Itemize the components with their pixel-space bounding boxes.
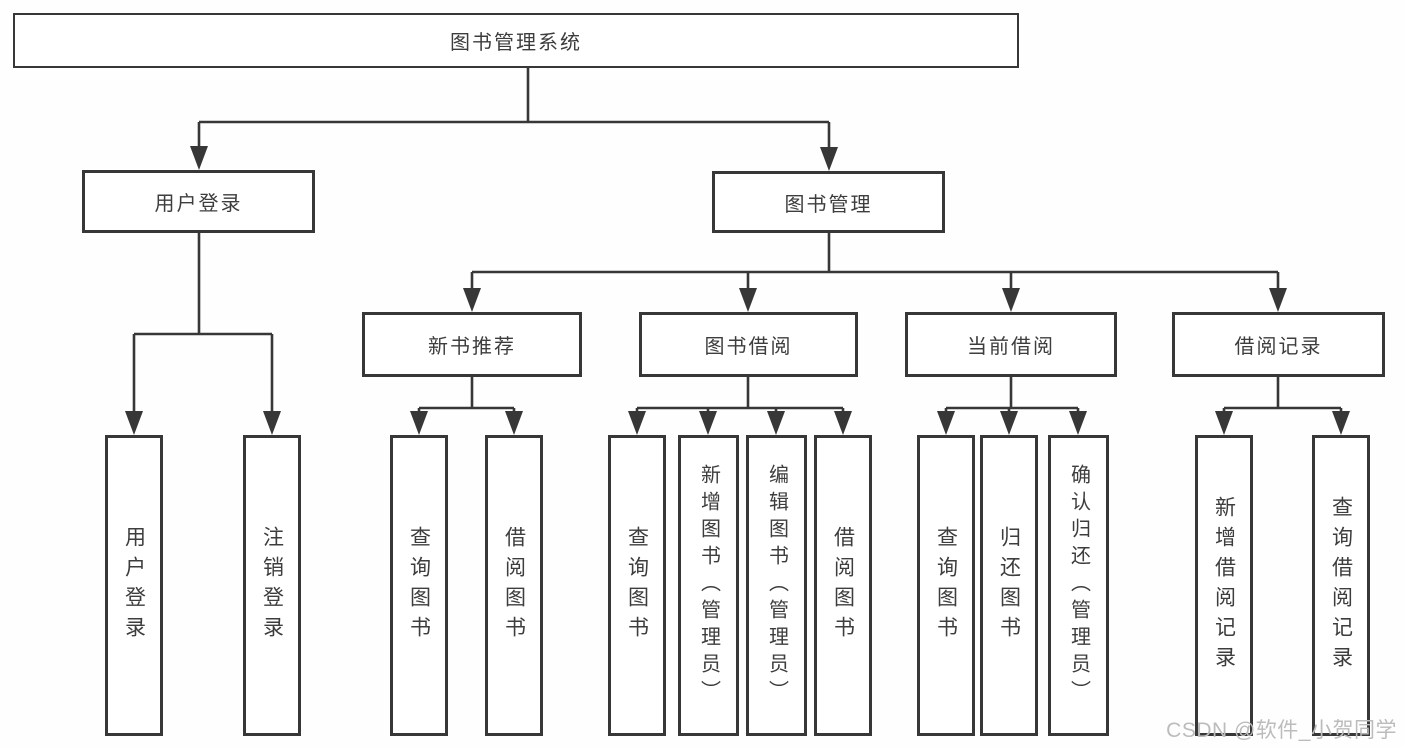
node-label: 查询借阅记录 (1329, 495, 1353, 676)
node-book-management-branch: 图书管理 (712, 171, 945, 233)
leaf-user-login: 用户登录 (105, 435, 163, 736)
node-label: 用户登录 (122, 525, 146, 646)
arrowheads (125, 146, 1350, 435)
leaf-edit-books-admin: 编辑图书（管理员） (746, 435, 807, 736)
node-label: 新增图书（管理员） (697, 464, 720, 707)
node-label: 新增借阅记录 (1212, 495, 1236, 676)
node-label: 图书管理 (784, 193, 873, 216)
node-user-login-branch: 用户登录 (82, 170, 315, 233)
node-label: 确认归还（管理员） (1067, 464, 1090, 707)
node-label: 查询图书 (934, 525, 958, 646)
leaf-query-books-borrowing: 查询图书 (608, 435, 666, 736)
node-borrowing-records: 借阅记录 (1172, 312, 1385, 377)
node-label: 图书管理系统 (450, 32, 582, 54)
node-label: 借阅图书 (502, 525, 526, 646)
leaf-borrow-books-borrowing: 借阅图书 (814, 435, 872, 736)
csdn-watermark: CSDN @软件_小贺同学 (1166, 719, 1397, 742)
node-label: 注销登录 (260, 525, 284, 646)
node-label: 图书借阅 (704, 336, 793, 358)
node-new-book-recommend: 新书推荐 (362, 312, 582, 377)
node-label: 借阅记录 (1234, 336, 1323, 358)
node-library-management-system: 图书管理系统 (13, 13, 1019, 68)
leaf-query-borrow-record: 查询借阅记录 (1312, 435, 1370, 736)
node-label: 借阅图书 (831, 525, 855, 646)
leaf-borrow-books-recommend: 借阅图书 (485, 435, 543, 736)
node-current-borrowing: 当前借阅 (905, 312, 1117, 377)
leaf-logout: 注销登录 (243, 435, 301, 736)
leaf-query-books-recommend: 查询图书 (390, 435, 448, 736)
node-label: 新书推荐 (428, 336, 516, 358)
node-label: 归还图书 (997, 525, 1021, 646)
node-label: 当前借阅 (967, 336, 1055, 358)
leaf-confirm-return-admin: 确认归还（管理员） (1048, 435, 1109, 736)
node-label: 查询图书 (407, 525, 431, 646)
leaf-query-books-current: 查询图书 (917, 435, 975, 736)
node-label: 查询图书 (625, 525, 649, 646)
leaf-add-borrow-record: 新增借阅记录 (1195, 435, 1253, 736)
node-label: 用户登录 (154, 193, 243, 215)
leaf-add-books-admin: 新增图书（管理员） (678, 435, 739, 736)
node-label: 编辑图书（管理员） (765, 464, 788, 707)
leaf-return-books: 归还图书 (980, 435, 1038, 736)
node-book-borrowing: 图书借阅 (639, 312, 858, 377)
